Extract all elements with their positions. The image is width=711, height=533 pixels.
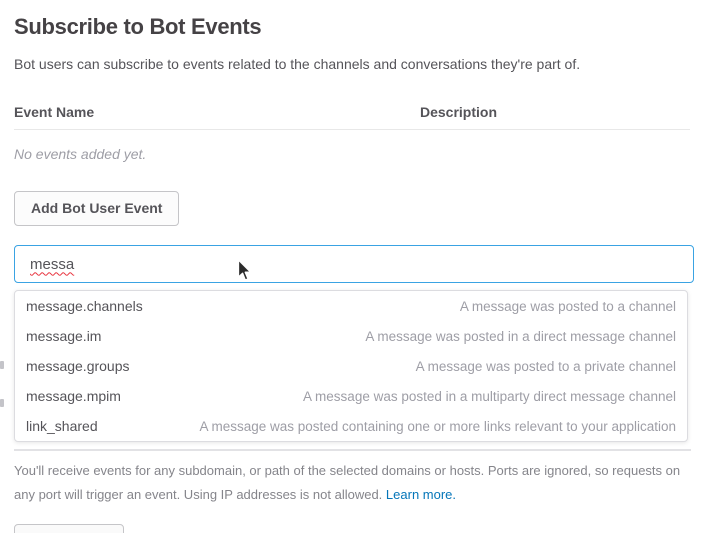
event-suggestion-description: A message was posted to a channel <box>459 298 676 314</box>
events-footnote: You'll receive events for any subdomain,… <box>14 459 704 507</box>
event-suggestions-dropdown: message.channels A message was posted to… <box>14 290 688 442</box>
event-suggestion-row[interactable]: link_shared A message was posted contain… <box>15 411 687 441</box>
section-divider <box>14 449 691 451</box>
event-search-input[interactable]: messa <box>14 245 694 283</box>
column-header-description: Description <box>420 104 498 120</box>
event-suggestion-name: message.im <box>26 328 102 344</box>
partially-visible-button[interactable] <box>14 524 124 533</box>
event-suggestion-name: message.groups <box>26 358 130 374</box>
learn-more-link[interactable]: Learn more. <box>385 487 457 502</box>
table-header-rule <box>14 129 690 130</box>
event-suggestion-name: message.channels <box>26 298 143 314</box>
page-description: Bot users can subscribe to events relate… <box>14 56 581 72</box>
event-suggestion-row[interactable]: message.im A message was posted in a dir… <box>15 321 687 351</box>
event-suggestion-name: message.mpim <box>26 388 121 404</box>
column-header-event-name: Event Name <box>14 104 95 120</box>
add-bot-user-event-button[interactable]: Add Bot User Event <box>14 191 180 226</box>
event-suggestion-description: A message was posted to a private channe… <box>415 358 676 374</box>
event-search-input-value: messa <box>30 255 75 273</box>
event-suggestion-description: A message was posted in a direct message… <box>365 328 676 344</box>
clipped-text-fragment <box>0 361 4 369</box>
event-suggestion-name: link_shared <box>26 418 98 434</box>
event-suggestion-row[interactable]: message.groups A message was posted to a… <box>15 351 687 381</box>
clipped-text-fragment <box>0 399 4 407</box>
event-suggestion-description: A message was posted in a multiparty dir… <box>303 388 676 404</box>
events-footnote-text: You'll receive events for any subdomain,… <box>14 463 681 502</box>
page-title: Subscribe to Bot Events <box>14 14 262 39</box>
event-suggestion-row[interactable]: message.mpim A message was posted in a m… <box>15 381 687 411</box>
empty-table-message: No events added yet. <box>14 146 147 162</box>
event-suggestion-row[interactable]: message.channels A message was posted to… <box>15 291 687 321</box>
event-suggestion-description: A message was posted containing one or m… <box>199 418 676 434</box>
